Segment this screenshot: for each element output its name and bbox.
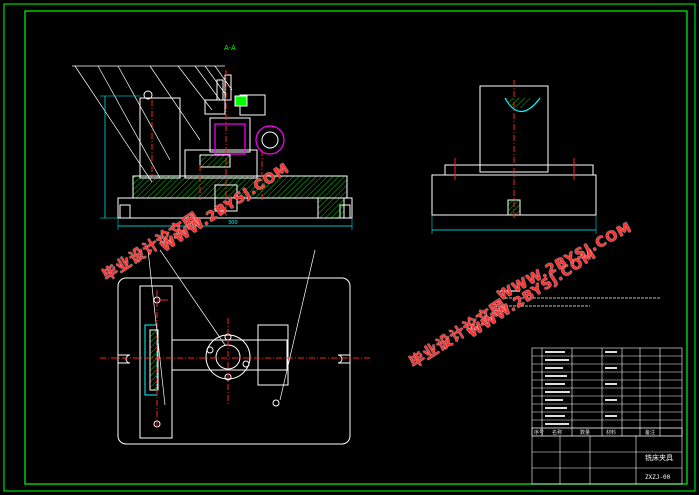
technical-requirements — [500, 290, 660, 307]
table-header-remark: 备注 — [645, 429, 655, 436]
title-block — [531, 347, 683, 485]
drawing-number: ZXZJ-00 — [645, 474, 671, 481]
section-view-label: A-A — [224, 44, 236, 52]
front-view — [72, 65, 353, 230]
table-header-material: 材料 — [606, 429, 616, 436]
table-header-no: 序号 — [534, 429, 544, 436]
parts-list-fill — [545, 351, 617, 425]
table-header-name: 名称 — [552, 429, 562, 436]
width-dimension-text: 300 — [228, 220, 238, 226]
table-header-qty: 数量 — [580, 429, 590, 436]
side-view — [431, 80, 597, 234]
top-view — [100, 249, 370, 445]
assembly-title: 铣床夹具 — [645, 453, 673, 462]
drawing-frame — [3, 3, 696, 492]
